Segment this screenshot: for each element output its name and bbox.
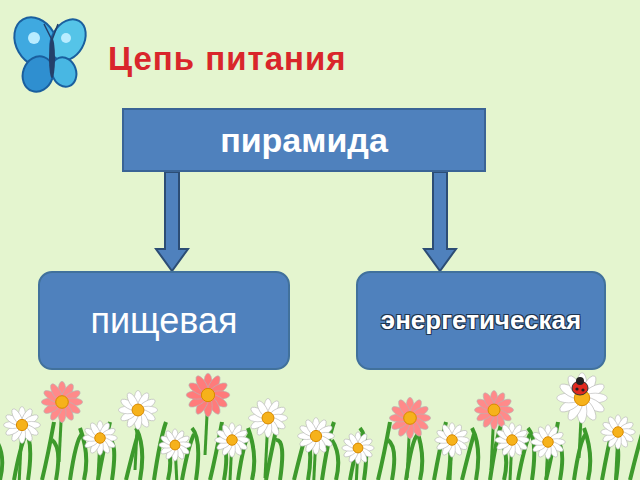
grass-blade <box>332 440 338 480</box>
daisy <box>248 398 287 478</box>
category-box: энергетическая <box>356 271 606 370</box>
ladybug <box>572 377 588 395</box>
daisy <box>435 423 470 480</box>
daisy <box>342 432 374 480</box>
grass-blade <box>378 422 390 480</box>
daisy <box>601 415 636 480</box>
butterfly-illustration <box>6 9 93 96</box>
daisy <box>495 423 530 480</box>
daisy <box>215 423 250 480</box>
grass-blade <box>584 428 590 480</box>
daisy <box>531 425 566 480</box>
daisy <box>4 407 41 480</box>
daisy <box>298 418 335 480</box>
node-label: пищевая <box>90 300 237 342</box>
flower-illustration <box>0 373 640 480</box>
daisy <box>83 421 118 480</box>
block-arrow <box>156 172 188 271</box>
grass-blade <box>472 428 478 480</box>
grass-blade <box>192 428 198 480</box>
daisy <box>159 429 191 480</box>
node-label: пирамида <box>220 121 388 160</box>
grass-blade <box>248 428 254 480</box>
grass-blade <box>388 440 394 480</box>
daisy <box>557 373 608 458</box>
heading-box: пирамида <box>122 108 486 172</box>
grass-blade <box>0 440 2 480</box>
node-label: энергетическая <box>381 305 581 336</box>
grass-blade <box>276 440 282 480</box>
grass-blade <box>70 434 82 480</box>
category-box: пищевая <box>38 271 290 370</box>
daisy <box>389 397 430 478</box>
block-arrow <box>424 172 456 271</box>
title: Цепь питания <box>108 40 346 78</box>
daisy <box>474 390 513 470</box>
grass-blade <box>52 440 58 480</box>
daisy <box>118 390 157 470</box>
daisy <box>41 381 82 462</box>
grass-blade <box>42 422 54 480</box>
